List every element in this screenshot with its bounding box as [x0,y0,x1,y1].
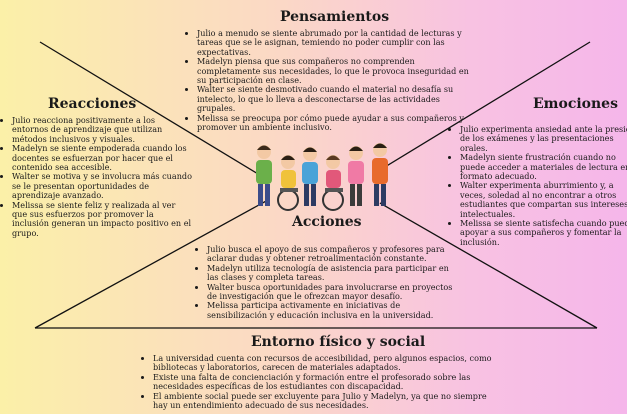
entorno-title: Entorno físico y social [251,334,426,350]
diagonal-line-top-right [379,41,591,171]
reacciones-list: Julio reacciona positivamente a los ento… [2,115,192,239]
reacciones-item: Melissa se siente feliz y realizada al v… [12,200,192,239]
emociones-item: Julio experimenta ansiedad ante la presi… [460,124,627,153]
emociones-title: Emociones [533,96,618,112]
student-figure [256,145,272,206]
acciones-item: Melissa participa activamente en iniciat… [207,301,457,320]
acciones-item: Julio busca el apoyo de sus compañeros y… [207,244,457,264]
student-figure [372,143,388,206]
pensamientos-title: Pensamientos [280,9,390,25]
acciones-item: Walter busca oportunidades para involucr… [207,282,457,302]
pensamientos-item: Walter se siente desmotivado cuando el m… [197,85,472,113]
student-figure [348,146,364,206]
entorno-item: Existe una falta de concienciación y for… [153,372,493,392]
emociones-item: Walter experimenta aburrimiento y, a vec… [460,181,627,219]
student-figure [302,147,318,206]
diagonal-line-bottom-left [34,199,269,329]
pensamientos-item: Melissa se preocupa por cómo puede ayuda… [197,113,472,133]
group-of-students-illustration [256,143,388,211]
entorno-item: La universidad cuenta con recursos de ac… [153,353,493,373]
acciones-title: Acciones [292,214,362,230]
reacciones-item: Walter se motiva y se involucra más cuan… [12,172,192,200]
emociones-item: Madelyn siente frustración cuando no pue… [460,152,627,181]
diagonal-line-bottom-right [379,202,598,329]
reacciones-item: Madelyn se siente empoderada cuando los … [12,143,192,172]
acciones-item: Madelyn utiliza tecnología de asistencia… [207,263,457,283]
reacciones-item: Julio reacciona positivamente a los ento… [12,115,192,144]
pensamientos-list: Julio a menudo se siente abrumado por la… [187,28,472,133]
emociones-item: Melissa se siente satisfecha cuando pued… [460,218,627,247]
emociones-list: Julio experimenta ansiedad ante la presi… [450,124,627,247]
entorno-list: La universidad cuenta con recursos de ac… [143,353,493,411]
diagonal-line-top-left [39,41,269,181]
pensamientos-item: Julio a menudo se siente abrumado por la… [197,28,472,57]
reacciones-title: Reacciones [48,96,137,112]
student-wheelchair-figure [277,155,299,211]
entorno-item: El ambiente social puede ser excluyente … [153,391,493,411]
pensamientos-item: Madelyn piensa que sus compañeros no com… [197,56,472,85]
acciones-list: Julio busca el apoyo de sus compañeros y… [197,244,457,320]
student-wheelchair-figure [322,155,344,211]
